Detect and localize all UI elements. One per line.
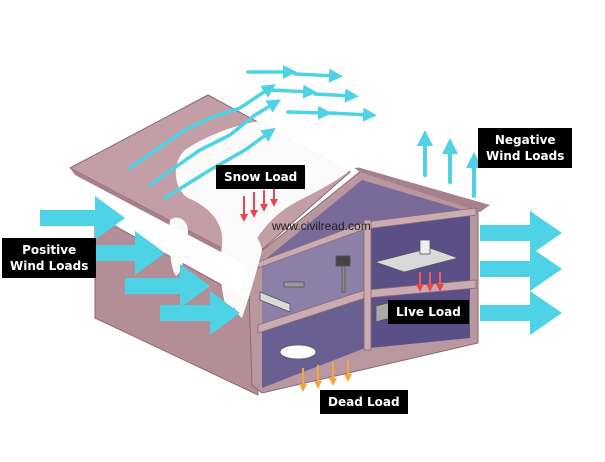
suction-wind-arrow bbox=[480, 291, 562, 335]
negative-wind-line-2: Wind Loads bbox=[486, 149, 565, 163]
suction-wind-arrow bbox=[480, 211, 562, 255]
table-upper bbox=[283, 281, 305, 288]
room-upper-left bbox=[262, 225, 365, 325]
roof-wind-arrow bbox=[286, 105, 332, 120]
roof-wind-arrows bbox=[128, 65, 377, 200]
roof-wind-arrow bbox=[163, 127, 276, 200]
sofa bbox=[259, 291, 291, 313]
live-load-text: LIve Load bbox=[396, 305, 461, 319]
uplift-arrows bbox=[417, 130, 482, 198]
dead-load-label: Dead Load bbox=[320, 390, 408, 414]
positive-wind-arrow bbox=[85, 231, 165, 275]
snow-load-text: Snow Load bbox=[224, 170, 298, 184]
live-load-arrows bbox=[416, 272, 444, 292]
suction-wind-arrows bbox=[480, 211, 562, 335]
positive-wind-label: Positive Wind Loads bbox=[2, 238, 97, 278]
positive-wind-arrow bbox=[40, 196, 125, 240]
snow-load-arrows bbox=[240, 188, 278, 222]
watermark: www.civilread.com bbox=[272, 219, 371, 233]
roof-wind-arrow bbox=[293, 68, 343, 83]
roof-wind-arrow bbox=[148, 99, 282, 187]
positive-wind-line-2: Wind Loads bbox=[10, 259, 89, 273]
positive-wind-arrow bbox=[160, 291, 240, 335]
snow-load-label: Snow Load bbox=[216, 165, 306, 189]
negative-wind-line-1: Negative bbox=[494, 133, 556, 147]
positive-wind-arrows bbox=[40, 196, 240, 335]
dead-load-text: Dead Load bbox=[328, 395, 400, 409]
suction-wind-arrow bbox=[480, 247, 562, 291]
tv bbox=[335, 255, 351, 267]
roof-wind-arrow bbox=[268, 84, 317, 99]
tv-stand bbox=[341, 261, 346, 293]
headboard bbox=[419, 239, 431, 255]
positive-wind-line-1: Positive bbox=[22, 243, 77, 257]
roof-wind-arrow bbox=[328, 107, 377, 122]
room-lower-left bbox=[262, 297, 365, 388]
center-wall bbox=[363, 219, 372, 351]
live-load-label: LIve Load bbox=[388, 300, 469, 324]
dining-table bbox=[279, 344, 317, 360]
furniture bbox=[259, 239, 460, 360]
roof-wind-arrow bbox=[128, 84, 276, 170]
positive-wind-arrow bbox=[125, 264, 210, 308]
bed bbox=[373, 247, 460, 273]
roof-wind-arrow bbox=[313, 88, 359, 103]
roof-eave bbox=[70, 168, 255, 270]
dead-load-arrows bbox=[299, 360, 352, 392]
right-roof-overhang bbox=[350, 165, 490, 212]
negative-wind-label: Negative Wind Loads bbox=[478, 128, 573, 168]
